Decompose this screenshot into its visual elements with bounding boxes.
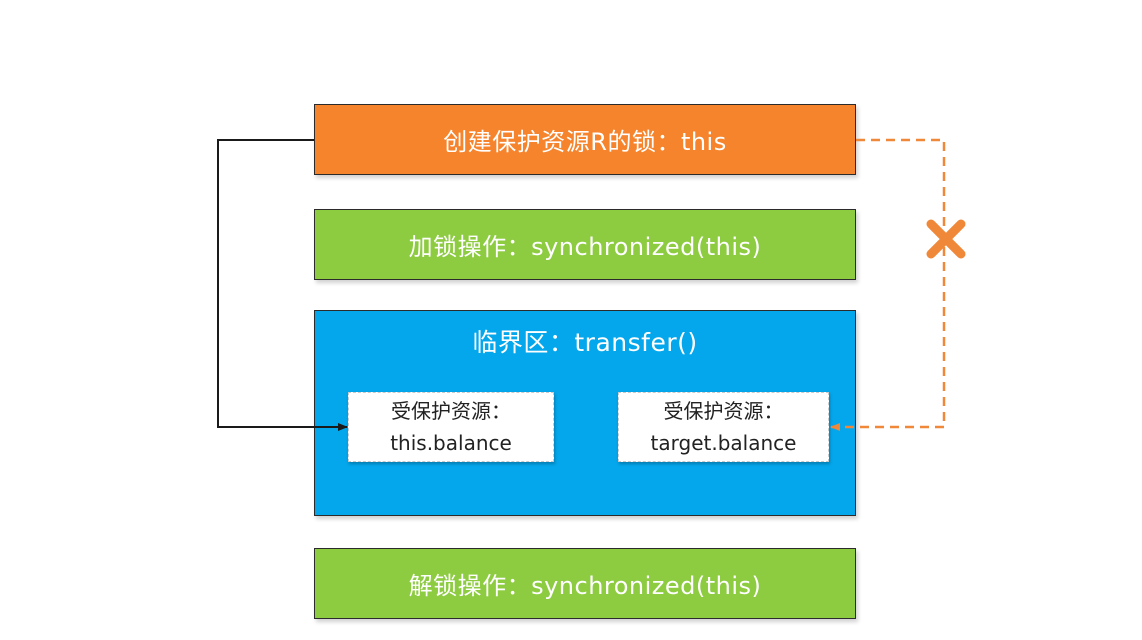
x-mark-icon (926, 219, 966, 259)
protected-resource-this: 受保护资源： this.balance (348, 392, 554, 462)
lock-operation-box: 加锁操作：synchronized(this) (314, 209, 856, 280)
resource-target-label: 受保护资源： (663, 399, 784, 423)
create-lock-label: 创建保护资源R的锁：this (443, 128, 727, 156)
create-lock-box: 创建保护资源R的锁：this (314, 104, 856, 175)
unlock-operation-box: 解锁操作：synchronized(this) (314, 548, 856, 619)
resource-target-value: target.balance (650, 431, 797, 455)
resource-this-value: this.balance (390, 431, 512, 455)
critical-section-label: 临界区：transfer() (472, 328, 698, 357)
protected-resource-target: 受保护资源： target.balance (618, 392, 829, 462)
lock-operation-label: 加锁操作：synchronized(this) (408, 233, 762, 261)
unlock-operation-label: 解锁操作：synchronized(this) (408, 572, 762, 600)
resource-this-label: 受保护资源： (391, 399, 511, 423)
